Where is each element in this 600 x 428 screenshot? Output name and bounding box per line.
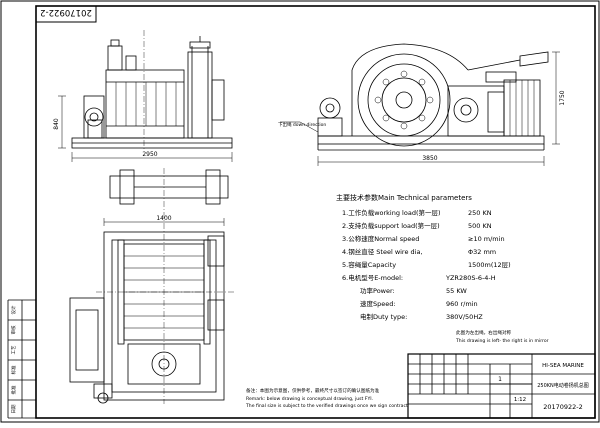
side-dimension-lines (280, 51, 560, 166)
param-row-3-label: 4.钢丝直径 Steel wire dia, (342, 247, 423, 256)
param-row-8-label: 电制Duty type: (360, 312, 407, 321)
side-length-dim: 3850 (422, 155, 437, 162)
title-scale: 1:12 (514, 397, 526, 403)
mirror-note-en: This drawing is left- the right is in mi… (455, 338, 549, 344)
mirror-note-cn: 此图为左出绳，右出绳对称 (456, 329, 512, 336)
param-row-7-value: 960 r/min (446, 300, 478, 308)
side-elevation-view (317, 43, 549, 151)
front-elevation-view (71, 30, 233, 150)
param-row-1-label: 2.支持负载support load(第一层) (342, 221, 440, 230)
title-sheet: 1 (498, 376, 502, 383)
remark-cn: 备注：本图为示意图，仅供参考，最终尺寸以签订的确认图纸为准 (246, 387, 380, 394)
plan-width-dim: 1400 (156, 215, 171, 222)
front-width-dim: 2950 (142, 151, 157, 158)
left-cell-3: 标准 (10, 365, 17, 374)
title-company: HI-SEA MARINE (542, 363, 584, 369)
param-row-2-value: ≥10 m/min (468, 235, 505, 243)
plan-view (69, 168, 236, 404)
param-row-7-label: 速度Speed: (360, 299, 396, 308)
param-row-6-value: 55 KW (446, 287, 467, 295)
left-cell-4: 批准 (10, 385, 17, 394)
param-row-6-label: 功率Power: (360, 286, 395, 295)
remark-en-1: Remark: below drawing is conceptual draw… (246, 396, 373, 402)
param-row-0-label: 1.工作负载working load(第一层) (342, 208, 441, 217)
left-cell-2: 工艺 (11, 345, 17, 354)
param-row-5-label: 6.电机型号E-model: (342, 273, 403, 282)
drawing-number-top: 20170922-2 (40, 7, 92, 17)
left-cell-1: 审核 (10, 325, 17, 334)
title-code: 20170922-2 (543, 403, 583, 411)
title-block (407, 353, 596, 419)
left-margin-column (7, 299, 36, 419)
left-cell-5: 日期 (11, 404, 17, 413)
side-height-dim: 1750 (559, 90, 566, 105)
params-title: 主要技术参数Main Technical parameters (336, 193, 472, 202)
left-cell-0: 设计 (10, 305, 17, 314)
param-row-4-label: 5.容绳量Capacity (342, 260, 396, 269)
front-dimension-lines (58, 95, 233, 162)
param-row-1-value: 500 KN (468, 222, 492, 230)
front-height-dim: 840 (53, 118, 60, 130)
param-row-3-value: Φ32 mm (468, 248, 496, 256)
plan-dimension-lines (103, 218, 225, 226)
param-row-2-label: 3.公称速度Normal speed (342, 234, 419, 243)
param-row-8-value: 380V/50HZ (446, 313, 483, 321)
title-product: 250KN电动卷扬机总图 (537, 382, 589, 389)
down-direction-label: 下出绳 down direction (278, 121, 326, 128)
param-row-0-value: 250 KN (468, 209, 492, 217)
remark-en-2: The final size is subject to the verifie… (245, 403, 408, 409)
param-row-5-value: YZR280S-6-4-H (445, 274, 496, 282)
param-row-4-value: 1500m(12层) (468, 261, 511, 269)
